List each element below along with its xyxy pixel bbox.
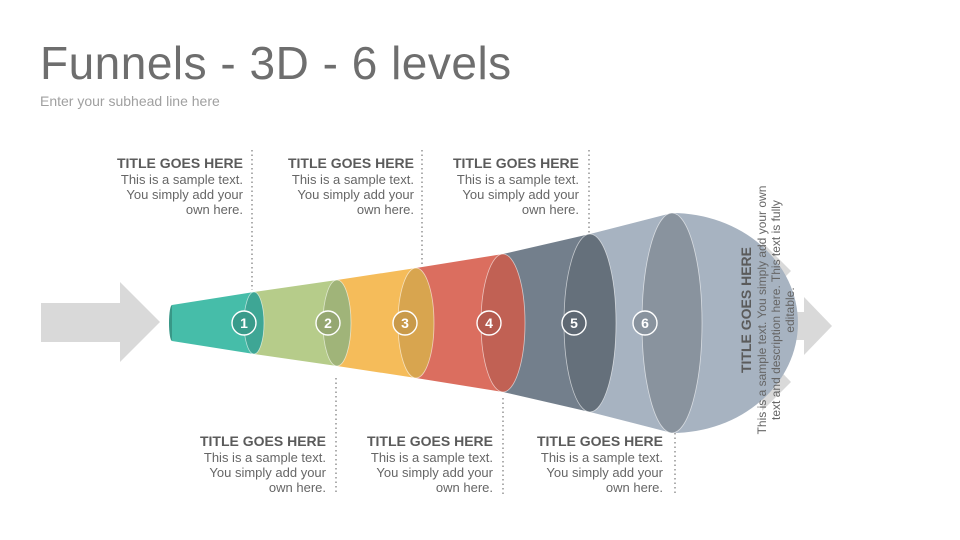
level-badge-6	[632, 310, 658, 336]
level-badge-1	[231, 310, 257, 336]
callout-text-line: You simply add your	[126, 187, 243, 202]
callout-text-line: This is a sample text.	[120, 172, 243, 187]
side-note-text: This is a sample text. You simply add yo…	[755, 145, 797, 475]
callout-text: This is a sample text. You simply add yo…	[63, 172, 243, 217]
level-badge-3	[392, 310, 418, 336]
page-subhead: Enter your subhead line here	[40, 93, 220, 109]
funnel-badges: 1 2 3 4 5 6	[231, 310, 658, 336]
callout-text-line: own here.	[356, 202, 414, 217]
callout-text-line: You simply add your	[209, 465, 326, 480]
callout-level-3: TITLE GOES HERE This is a sample text. Y…	[234, 155, 414, 217]
callout-text-line: You simply add your	[546, 465, 663, 480]
callout-text: This is a sample text. You simply add yo…	[146, 450, 326, 495]
callout-title: TITLE GOES HERE	[287, 155, 414, 171]
leader-lines	[251, 150, 676, 494]
callout-text: This is a sample text. You simply add yo…	[234, 172, 414, 217]
level-number-3: 3	[401, 315, 409, 331]
callout-level-1: TITLE GOES HERE This is a sample text. Y…	[63, 155, 243, 217]
callout-title: TITLE GOES HERE	[452, 155, 579, 171]
input-arrow	[41, 282, 160, 362]
callout-text-line: own here.	[268, 480, 326, 495]
callout-text: This is a sample text. You simply add yo…	[483, 450, 663, 495]
callout-title: TITLE GOES HERE	[536, 433, 663, 449]
callout-level-4: TITLE GOES HERE This is a sample text. Y…	[313, 433, 493, 495]
side-note-title: TITLE GOES HERE	[738, 247, 754, 374]
callout-text: This is a sample text. You simply add yo…	[313, 450, 493, 495]
callout-text-line: own here.	[605, 480, 663, 495]
callout-text-line: You simply add your	[462, 187, 579, 202]
level-badge-2	[315, 310, 341, 336]
callout-text-line: This is a sample text.	[203, 450, 326, 465]
callout-text-line: This is a sample text.	[291, 172, 414, 187]
page-title: Funnels - 3D - 6 levels	[40, 37, 512, 89]
level-badge-5	[561, 310, 587, 336]
callout-title: TITLE GOES HERE	[116, 155, 243, 171]
callout-text-line: You simply add your	[376, 465, 493, 480]
callout-text-line: This is a sample text.	[370, 450, 493, 465]
level-number-2: 2	[324, 315, 332, 331]
side-note-line: text and description here. This text is …	[769, 200, 783, 420]
callout-text-line: own here.	[521, 202, 579, 217]
callout-text-line: own here.	[185, 202, 243, 217]
side-note-line: editable.	[783, 287, 797, 333]
callout-level-5: TITLE GOES HERE This is a sample text. Y…	[399, 155, 579, 217]
level-number-1: 1	[240, 315, 248, 331]
level-number-6: 6	[641, 315, 649, 331]
callout-text-line: You simply add your	[297, 187, 414, 202]
callout-level-6: TITLE GOES HERE This is a sample text. Y…	[483, 433, 663, 495]
level-badge-4	[476, 310, 502, 336]
level-number-4: 4	[485, 315, 493, 331]
callout-level-2: TITLE GOES HERE This is a sample text. Y…	[146, 433, 326, 495]
side-note-line: This is a sample text. You simply add yo…	[755, 185, 769, 435]
callout-title: TITLE GOES HERE	[199, 433, 326, 449]
callout-title: TITLE GOES HERE	[366, 433, 493, 449]
side-note: TITLE GOES HERE This is a sample text. Y…	[738, 145, 802, 475]
callout-text-line: own here.	[435, 480, 493, 495]
callout-text: This is a sample text. You simply add yo…	[399, 172, 579, 217]
level-number-5: 5	[570, 315, 578, 331]
callout-text-line: This is a sample text.	[456, 172, 579, 187]
callout-text-line: This is a sample text.	[540, 450, 663, 465]
